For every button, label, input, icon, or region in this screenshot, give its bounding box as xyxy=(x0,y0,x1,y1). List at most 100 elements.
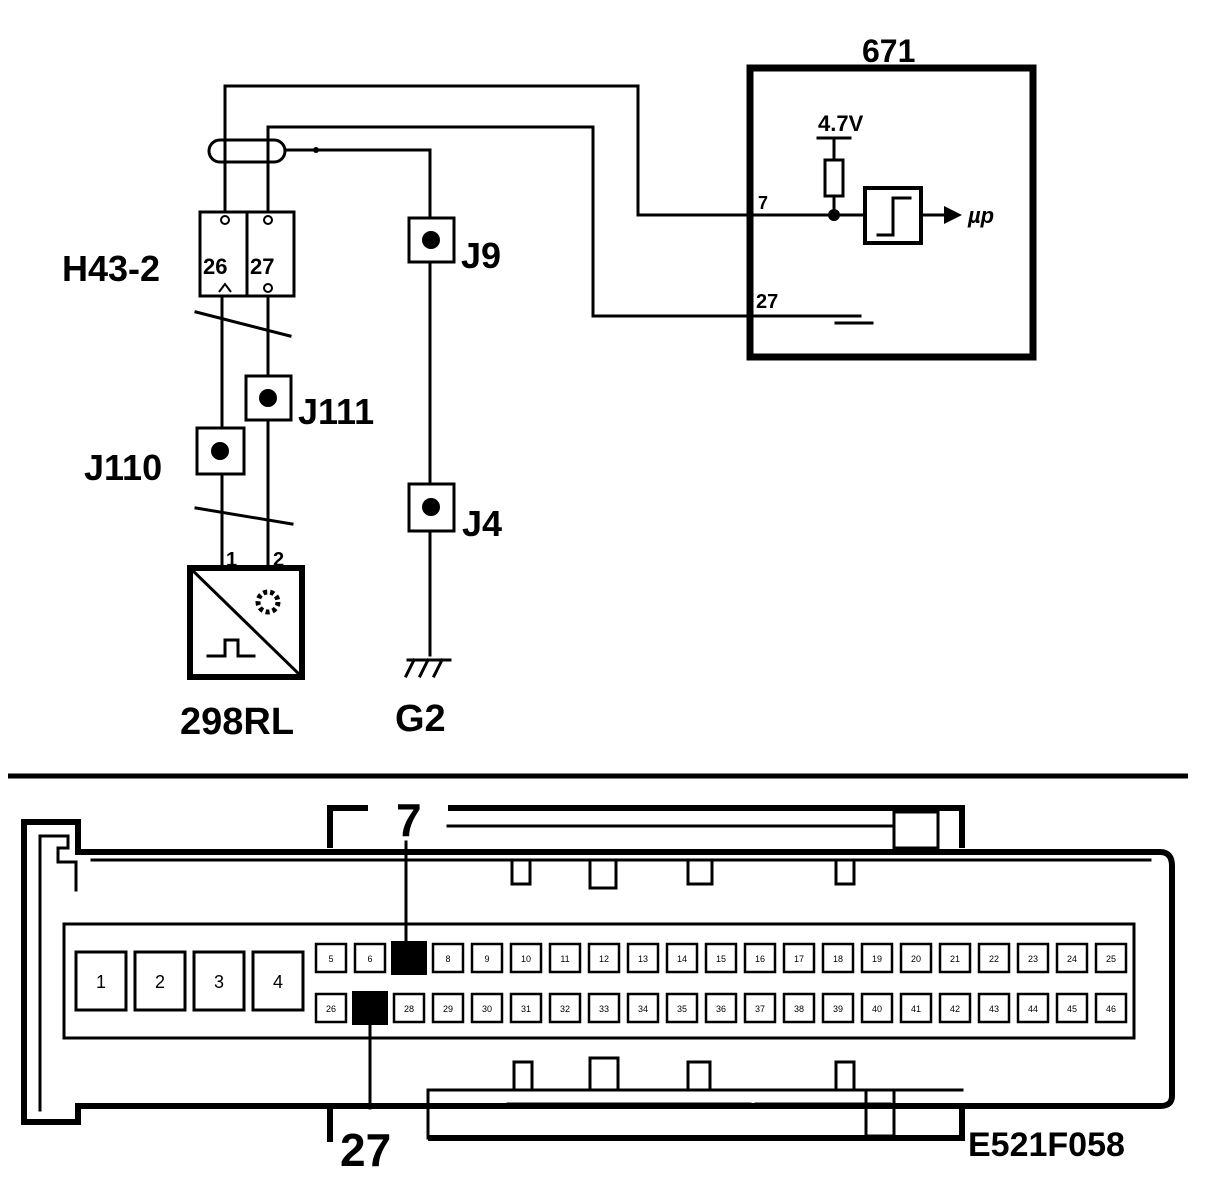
pin-11 xyxy=(548,942,582,974)
micro-label: µp xyxy=(967,203,994,228)
junction-j9-label: J9 xyxy=(461,235,501,276)
pin-23 xyxy=(1016,942,1050,974)
pin-label: 29 xyxy=(443,1004,453,1014)
pin-2 xyxy=(133,950,187,1012)
pin-40 xyxy=(860,992,894,1024)
pin-30 xyxy=(470,992,504,1024)
pin-label: 46 xyxy=(1106,1004,1116,1014)
connector-label: H43-2 xyxy=(62,248,160,289)
pin-label: 37 xyxy=(755,1004,765,1014)
pin-8 xyxy=(431,942,465,974)
pin-21 xyxy=(938,942,972,974)
pin-43 xyxy=(977,992,1011,1024)
signal-wire xyxy=(223,84,752,217)
junction-j111-label: J111 xyxy=(298,391,374,432)
pin-36 xyxy=(704,992,738,1024)
pin-label: 31 xyxy=(521,1004,531,1014)
callout-27-label: 27 xyxy=(340,1124,391,1176)
pin-label: 44 xyxy=(1028,1004,1038,1014)
sensor-pin-2-label: 2 xyxy=(273,549,284,571)
pin-18 xyxy=(821,942,855,974)
pin-label: 35 xyxy=(677,1004,687,1014)
pin-26 xyxy=(314,992,348,1024)
pin-7 xyxy=(391,941,427,975)
ground-label: G2 xyxy=(395,698,446,740)
pin-label: 26 xyxy=(326,1004,336,1014)
pin-label: 9 xyxy=(484,954,489,964)
pin-label: 30 xyxy=(482,1004,492,1014)
pin-34 xyxy=(626,992,660,1024)
pin-39 xyxy=(821,992,855,1024)
pin-label: 5 xyxy=(328,954,333,964)
pin-29 xyxy=(431,992,465,1024)
pin-16 xyxy=(743,942,777,974)
pin-38 xyxy=(782,992,816,1024)
voltage-label: 4.7V xyxy=(818,111,864,136)
pin-label: 2 xyxy=(155,972,165,992)
ecu-pin-7-label: 7 xyxy=(758,193,768,213)
pin-24 xyxy=(1055,942,1089,974)
pin-19 xyxy=(860,942,894,974)
junction-j110-label: J110 xyxy=(84,447,162,488)
pin-12 xyxy=(587,942,621,974)
pin-31 xyxy=(509,992,543,1024)
ecu-box xyxy=(746,64,1037,361)
pin-label: 25 xyxy=(1106,954,1116,964)
pin-27 xyxy=(352,991,388,1025)
resistor-icon xyxy=(823,158,845,198)
pin-label: 20 xyxy=(911,954,921,964)
pin-label: 4 xyxy=(273,972,283,992)
pin-20 xyxy=(899,942,933,974)
pin-label: 13 xyxy=(638,954,648,964)
pin-label: 3 xyxy=(214,972,224,992)
pin-45 xyxy=(1055,992,1089,1024)
pin-1 xyxy=(74,950,128,1012)
connector-pin-26-label: 26 xyxy=(203,254,227,279)
pin-label: 6 xyxy=(367,954,372,964)
pin-44 xyxy=(1016,992,1050,1024)
pin-label: 16 xyxy=(755,954,765,964)
pin-22 xyxy=(977,942,1011,974)
pin-label: 24 xyxy=(1067,954,1077,964)
pin-label: 36 xyxy=(716,1004,726,1014)
connector-pin-27-label: 27 xyxy=(250,254,274,279)
return-wire xyxy=(266,125,752,318)
pin-13 xyxy=(626,942,660,974)
pin-4 xyxy=(251,950,305,1012)
pin-label: 14 xyxy=(677,954,687,964)
pin-14 xyxy=(665,942,699,974)
pin-label: 39 xyxy=(833,1004,843,1014)
figure-code: E521F058 xyxy=(968,1126,1125,1164)
pin-label: 12 xyxy=(599,954,609,964)
pin-label: 34 xyxy=(638,1004,648,1014)
pin-label: 42 xyxy=(950,1004,960,1014)
pin-6 xyxy=(353,942,387,974)
sensor-pin-1-label: 1 xyxy=(226,549,237,571)
large-pins: 1 2 3 4 xyxy=(74,950,305,1012)
pin-10 xyxy=(509,942,543,974)
pin-label: 17 xyxy=(794,954,804,964)
pin-33 xyxy=(587,992,621,1024)
pin-label: 28 xyxy=(404,1004,414,1014)
pin-label: 10 xyxy=(521,954,531,964)
junction-j4-label: J4 xyxy=(462,503,502,544)
pin-label: 32 xyxy=(560,1004,570,1014)
sensor-label: 298RL xyxy=(180,701,294,743)
pin-label: 8 xyxy=(445,954,450,964)
pin-label: 22 xyxy=(989,954,999,964)
pin-label: 45 xyxy=(1067,1004,1077,1014)
ecu-label: 671 xyxy=(862,33,915,69)
pin-label: 15 xyxy=(716,954,726,964)
arrow-icon xyxy=(944,206,962,224)
pin-5 xyxy=(314,942,348,974)
pin-9 xyxy=(470,942,504,974)
pin-label: 11 xyxy=(560,954,569,964)
pin-label: 41 xyxy=(911,1004,921,1014)
callout-7-label: 7 xyxy=(396,794,422,846)
shield-oval xyxy=(207,138,287,164)
pin-17 xyxy=(782,942,816,974)
pin-label: 1 xyxy=(96,972,106,992)
pin-label: 40 xyxy=(872,1004,882,1014)
pin-label: 38 xyxy=(794,1004,804,1014)
